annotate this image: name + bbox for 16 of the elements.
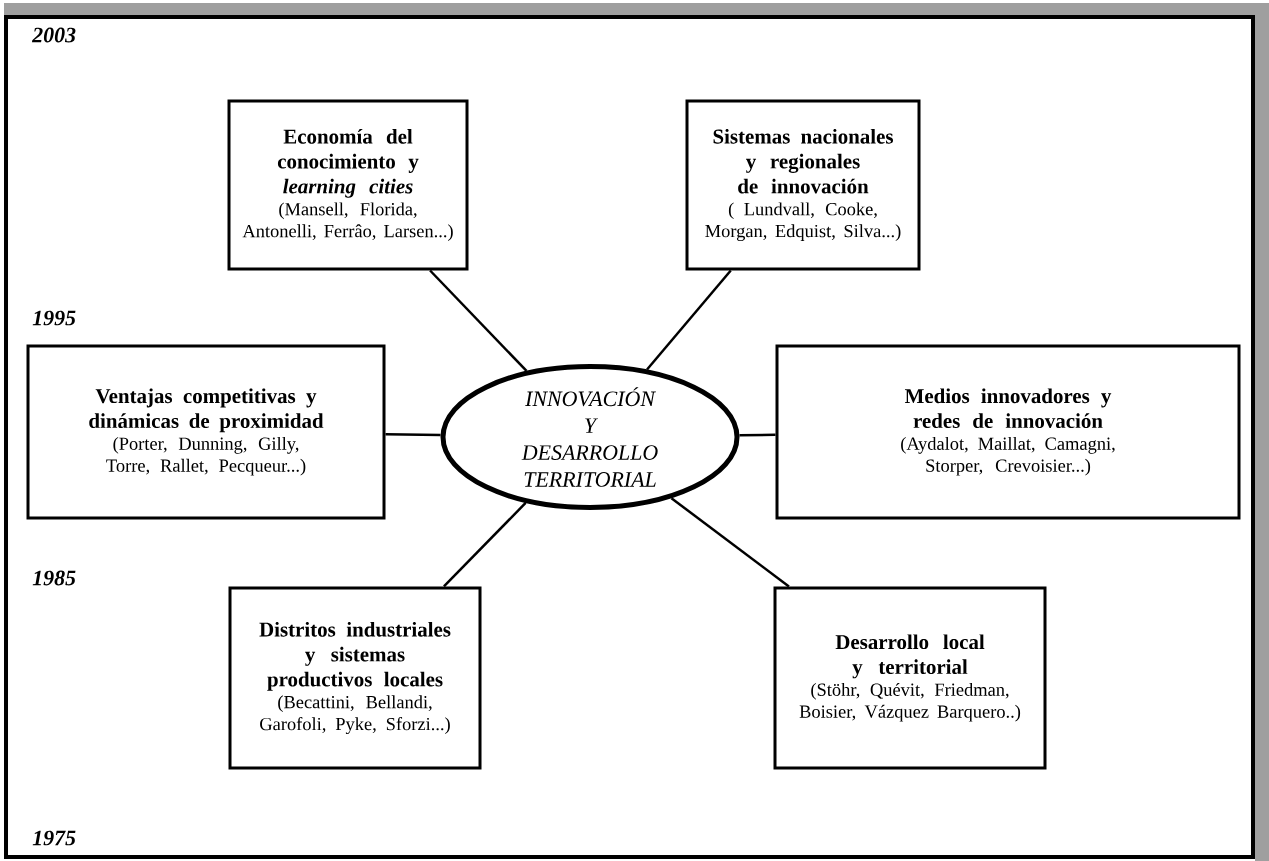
connector-line	[385, 433, 441, 437]
topic-box: Desarrollo local y territorial (Stöhr, Quévit, Friedman, Boisier, Vázquez Barquero..)	[773, 586, 1047, 770]
topic-box: Ventajas competitivas y dinámicas de proximidad (Porter, Dunning, Gilly, Torre, Rallet, Pecqueur...)	[26, 344, 386, 520]
topic-box: Medios innovadores y redes de innovación (Aydalot, Maillat, Camagni, Storper, Crevoisier...)	[775, 344, 1241, 520]
connector-line	[429, 269, 528, 372]
topic-box: Sistemas nacionales y regionales de innovación ( Lundvall, Cooke, Morgan, Edquist, Silva...)	[685, 99, 921, 271]
topic-box: Distritos industriales y sistemas productivos locales (Becattini, Bellandi, Garofoli, Pyke, Sforzi...)	[228, 586, 482, 770]
year-label: 1985	[32, 570, 76, 586]
connector-line	[646, 269, 732, 371]
connector-line	[443, 502, 527, 588]
connector-line	[739, 433, 776, 437]
year-label: 1995	[32, 310, 76, 326]
topic-box: Economía del conocimiento y learning cities (Mansell, Florida, Antonelli, Ferrâo, Larsen...)	[227, 99, 469, 271]
year-label: 1975	[32, 830, 76, 846]
year-label: 2003	[31, 27, 76, 43]
connector-line	[670, 497, 790, 588]
